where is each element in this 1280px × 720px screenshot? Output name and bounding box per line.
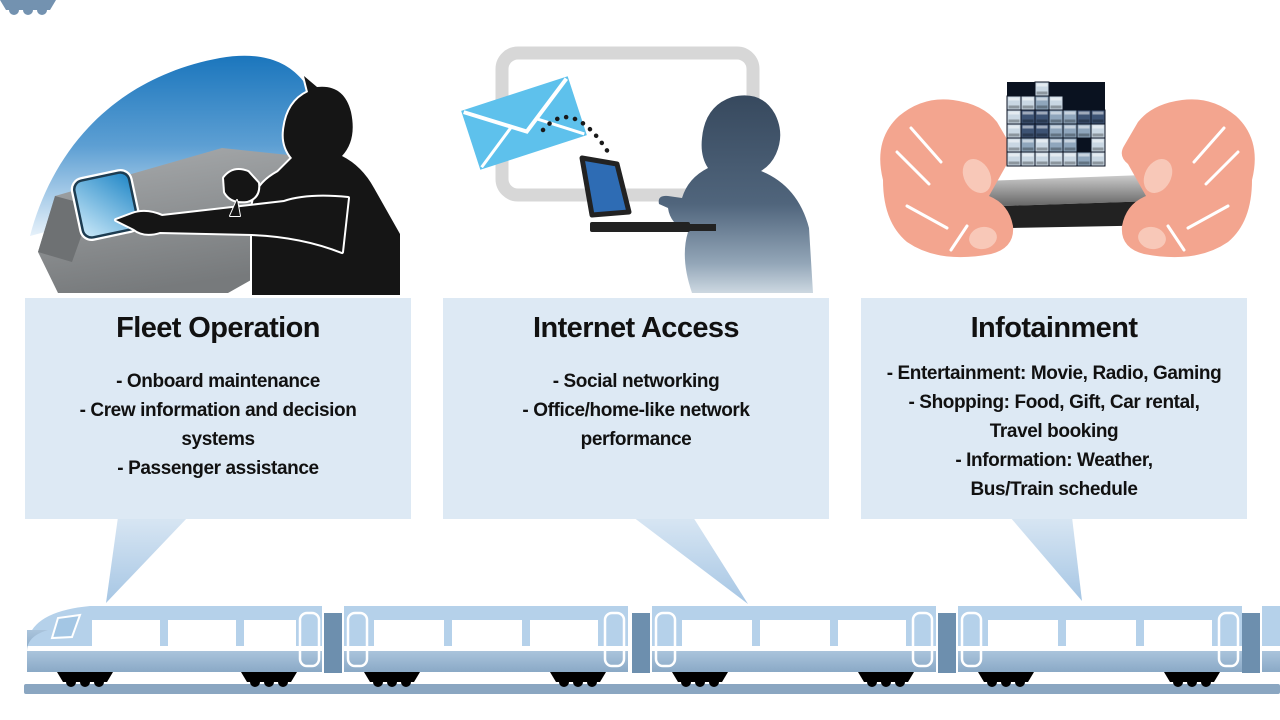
bullet-line: - Office/home-like network bbox=[522, 400, 750, 421]
laptop-email-illustration bbox=[461, 46, 813, 293]
fleet-operation-box: Fleet Operation - Onboard maintenance - … bbox=[25, 298, 411, 519]
train-cars bbox=[344, 606, 1242, 687]
bullet-line: - Information: Weather, bbox=[955, 450, 1153, 471]
infotainment-box: Infotainment - Entertainment: Movie, Rad… bbox=[861, 298, 1247, 519]
driver-touchscreen-illustration bbox=[30, 55, 402, 295]
laptop bbox=[579, 155, 716, 232]
person-silhouette bbox=[658, 95, 813, 293]
email-envelope bbox=[461, 76, 587, 170]
bullet-line: Bus/Train schedule bbox=[970, 479, 1138, 500]
left-hand bbox=[878, 97, 1015, 259]
infotainment-bullets: - Entertainment: Movie, Radio, Gaming - … bbox=[861, 359, 1247, 504]
hands-gaming-phone-illustration bbox=[878, 81, 1257, 259]
train-car bbox=[344, 606, 628, 687]
bullet-line: - Shopping: Food, Gift, Car rental, bbox=[908, 392, 1200, 413]
bullet-line: systems bbox=[181, 429, 255, 450]
tail-internet-access bbox=[633, 517, 748, 604]
train-bogies bbox=[0, 0, 56, 15]
game-grid-cells bbox=[1006, 81, 1106, 167]
train-car-partial bbox=[1262, 606, 1280, 672]
internet-access-box: Internet Access - Social networking - Of… bbox=[443, 298, 829, 519]
driver-silhouette bbox=[114, 74, 402, 295]
game-grid bbox=[1006, 81, 1106, 167]
train-car bbox=[652, 606, 936, 687]
bullet-line: performance bbox=[580, 429, 692, 450]
bullet-line: - Social networking bbox=[552, 371, 720, 392]
rail-track bbox=[24, 684, 1280, 694]
train-car-front bbox=[27, 606, 322, 687]
dotted-send-arc bbox=[540, 114, 611, 155]
bullet-line: - Onboard maintenance bbox=[116, 371, 320, 392]
bullet-line: Travel booking bbox=[989, 421, 1119, 442]
fleet-operation-bullets: - Onboard maintenance - Crew information… bbox=[25, 367, 411, 483]
tail-infotainment bbox=[1010, 517, 1082, 601]
train-connectors bbox=[324, 613, 1260, 673]
infotainment-title: Infotainment bbox=[970, 312, 1138, 344]
fleet-operation-title: Fleet Operation bbox=[116, 312, 320, 344]
internet-access-bullets: - Social networking - Office/home-like n… bbox=[443, 367, 829, 454]
bullet-line: - Entertainment: Movie, Radio, Gaming bbox=[886, 363, 1222, 384]
bullet-line: - Passenger assistance bbox=[117, 458, 319, 479]
bullet-line: - Crew information and decision bbox=[79, 400, 357, 421]
tail-fleet-operation bbox=[106, 517, 188, 603]
internet-access-title: Internet Access bbox=[533, 312, 740, 344]
right-hand bbox=[1120, 97, 1257, 259]
train-car bbox=[958, 606, 1242, 687]
